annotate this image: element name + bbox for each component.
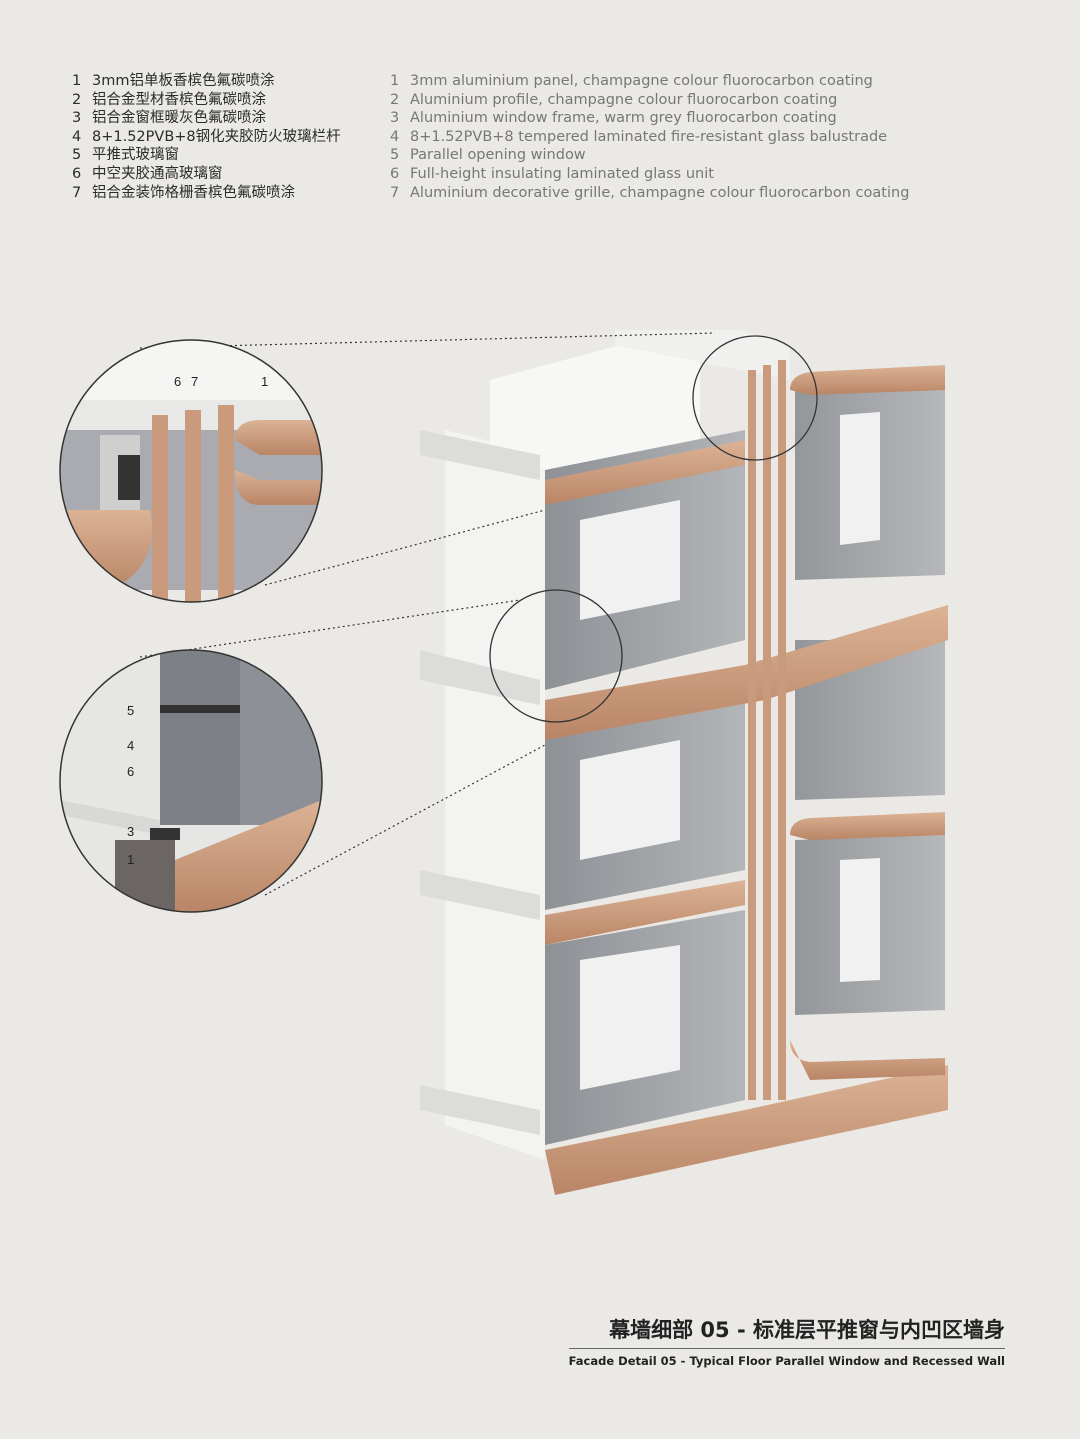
- legend-text: Aluminium window frame, warm grey fluoro…: [410, 110, 837, 127]
- legend-item: 6 Full-height insulating laminated glass …: [390, 165, 909, 184]
- legend-text: 8+1.52PVB+8 tempered laminated fire-resi…: [410, 128, 888, 145]
- detail-circle-top: 6 7 1: [59, 339, 323, 603]
- legend-item: 4 8+1.52PVB+8钢化夹胶防火玻璃栏杆: [72, 128, 341, 147]
- legend-num: 3: [72, 110, 82, 127]
- title-english: Facade Detail 05 - Typical Floor Paralle…: [568, 1354, 1005, 1368]
- legend-item: 2 铝合金型材香槟色氟碳喷涂: [72, 91, 341, 110]
- decorative-grille: [748, 360, 786, 1100]
- callout-label: 5: [127, 703, 134, 718]
- legend-num: 7: [390, 184, 400, 201]
- storey-3: [545, 910, 745, 1145]
- legend-text: 铝合金型材香槟色氟碳喷涂: [92, 91, 266, 108]
- legend-num: 3: [390, 110, 400, 127]
- callout-label: 7: [191, 374, 198, 389]
- legend-text: Parallel opening window: [410, 147, 586, 164]
- legend-num: 7: [72, 184, 82, 201]
- legend-item: 7 铝合金装饰格栅香槟色氟碳喷涂: [72, 184, 341, 203]
- legend-text: 铝合金窗框暖灰色氟碳喷涂: [92, 110, 266, 127]
- legend-item: 1 3mm aluminium panel, champagne colour f…: [390, 72, 909, 91]
- legend-num: 2: [72, 91, 82, 108]
- legend-item: 6 中空夹胶通高玻璃窗: [72, 165, 341, 184]
- legend-num: 6: [72, 165, 82, 182]
- legend-item: 2 Aluminium profile, champagne colour flu…: [390, 91, 909, 110]
- callout-label: 6: [174, 374, 181, 389]
- legend-text: 3mm铝单板香槟色氟碳喷涂: [92, 73, 275, 89]
- legend-english: 1 3mm aluminium panel, champagne colour f…: [390, 72, 909, 202]
- detail-marker-top: [692, 335, 818, 461]
- building: [420, 330, 948, 1195]
- callout-label: 1: [127, 852, 134, 867]
- legend-item: 5 Parallel opening window: [390, 146, 909, 165]
- legend-item: 1 3mm铝单板香槟色氟碳喷涂: [72, 72, 341, 91]
- callout-label: 4: [127, 738, 134, 753]
- legend-text: 平推式玻璃窗: [92, 147, 179, 164]
- figure-title: 幕墙细部 05 - 标准层平推窗与内凹区墙身 Facade Detail 05 …: [568, 1314, 1005, 1368]
- legend-num: 4: [390, 128, 400, 145]
- legend-num: 4: [72, 128, 82, 145]
- legend-num: 6: [390, 165, 400, 182]
- callout-label: 1: [261, 374, 268, 389]
- storey-2: [545, 640, 945, 1015]
- legend-text: 8+1.52PVB+8钢化夹胶防火玻璃栏杆: [92, 128, 341, 145]
- legend-chinese: 1 3mm铝单板香槟色氟碳喷涂 2 铝合金型材香槟色氟碳喷涂 3 铝合金窗框暖灰色氟碳…: [72, 72, 341, 202]
- legend-item: 7 Aluminium decorative grille, champagne …: [390, 184, 909, 203]
- legend-num: 5: [72, 147, 82, 164]
- legend-num: 1: [390, 73, 400, 89]
- legend-text: 3mm aluminium panel, champagne colour fl…: [410, 73, 873, 89]
- callout-label: 6: [127, 764, 134, 779]
- legend-text: Aluminium decorative grille, champagne c…: [410, 184, 910, 201]
- legend-item: 5 平推式玻璃窗: [72, 146, 341, 165]
- detail-circle-bottom: 5 4 6 3 1: [59, 649, 323, 913]
- legend-text: 铝合金装饰格栅香槟色氟碳喷涂: [92, 184, 295, 201]
- callout-label: 3: [127, 824, 134, 839]
- detail-marker-bottom: [489, 589, 623, 723]
- legend-item: 4 8+1.52PVB+8 tempered laminated fire-res…: [390, 128, 909, 147]
- legend-num: 2: [390, 91, 400, 108]
- legend-text: Full-height insulating laminated glass u…: [410, 165, 714, 182]
- title-chinese: 幕墙细部 05 - 标准层平推窗与内凹区墙身: [568, 1314, 1005, 1349]
- legend-num: 1: [72, 73, 82, 89]
- leader-lines: [139, 332, 716, 896]
- legend-text: Aluminium profile, champagne colour fluo…: [410, 91, 838, 108]
- legend-item: 3 Aluminium window frame, warm grey fluor…: [390, 109, 909, 128]
- legend-item: 3 铝合金窗框暖灰色氟碳喷涂: [72, 109, 341, 128]
- legend-num: 5: [390, 147, 400, 164]
- legend-text: 中空夹胶通高玻璃窗: [92, 165, 223, 182]
